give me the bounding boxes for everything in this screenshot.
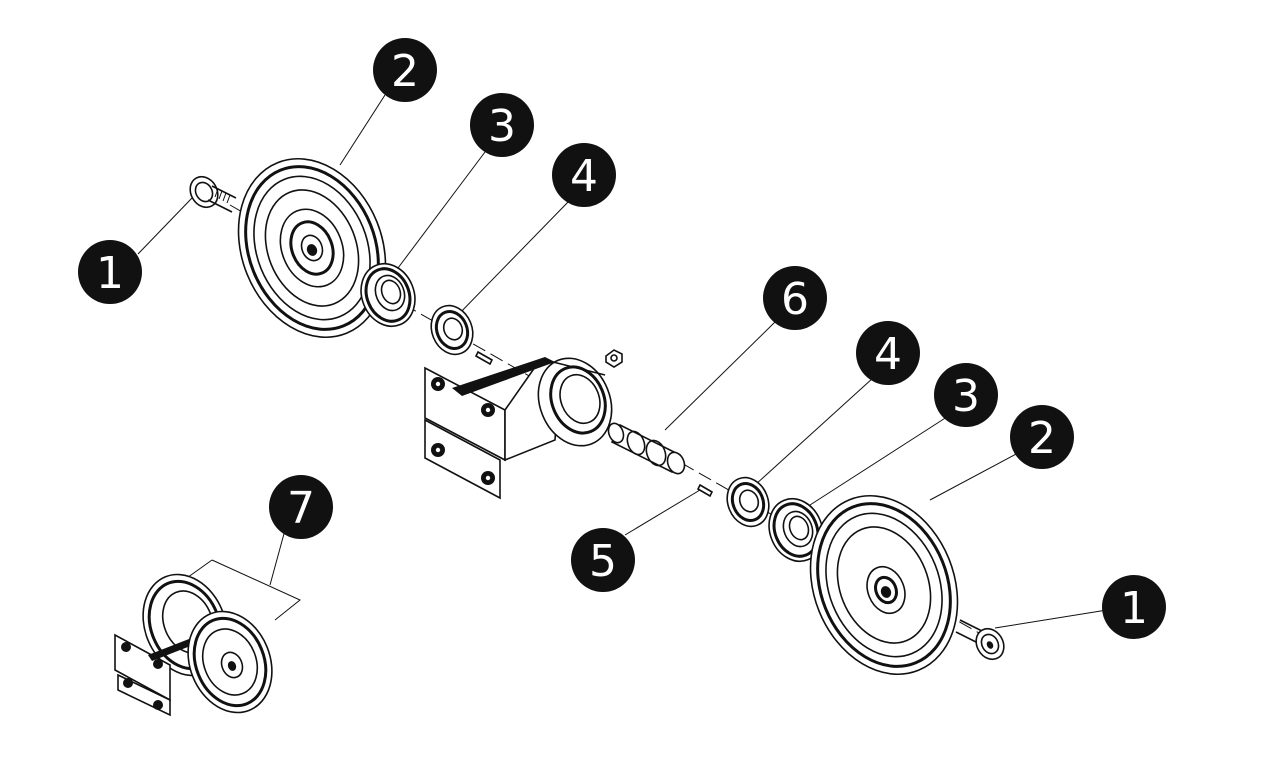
callout-4-right: 4 bbox=[856, 321, 920, 385]
callout-6: 6 bbox=[763, 266, 827, 330]
callout-5: 5 bbox=[571, 528, 635, 592]
wheel-left bbox=[237, 157, 387, 339]
svg-text:1: 1 bbox=[96, 248, 124, 299]
wheel-right bbox=[809, 494, 959, 676]
bolt-left bbox=[189, 175, 237, 213]
shaft bbox=[607, 422, 686, 475]
svg-text:3: 3 bbox=[488, 101, 516, 152]
svg-text:2: 2 bbox=[391, 46, 419, 97]
svg-text:5: 5 bbox=[589, 536, 617, 587]
svg-text:1: 1 bbox=[1120, 583, 1148, 634]
callout-1-right: 1 bbox=[1102, 575, 1166, 639]
callout-2-right: 2 bbox=[1010, 405, 1074, 469]
callout-2-left: 2 bbox=[373, 38, 437, 102]
svg-text:2: 2 bbox=[1028, 413, 1056, 464]
bracket-housing bbox=[424, 350, 613, 500]
callout-1-left: 1 bbox=[78, 240, 142, 304]
svg-text:4: 4 bbox=[874, 329, 902, 380]
svg-text:7: 7 bbox=[287, 483, 315, 534]
bolt-right bbox=[955, 619, 1005, 661]
svg-text:4: 4 bbox=[570, 151, 598, 202]
bearing-right bbox=[726, 476, 770, 528]
key-pin bbox=[696, 483, 714, 498]
callout-7: 7 bbox=[269, 475, 333, 539]
callout-4-left: 4 bbox=[552, 143, 616, 207]
svg-text:6: 6 bbox=[781, 274, 809, 325]
callout-3-left: 3 bbox=[470, 93, 534, 157]
svg-text:3: 3 bbox=[952, 371, 980, 422]
callout-3-right: 3 bbox=[934, 363, 998, 427]
nut bbox=[605, 349, 623, 368]
assembled-unit bbox=[114, 559, 301, 717]
callouts: 1 2 3 4 6 4 3 2 bbox=[78, 38, 1166, 639]
seal-right bbox=[768, 497, 824, 563]
seal-left bbox=[360, 262, 416, 328]
bearing-left bbox=[430, 304, 474, 356]
